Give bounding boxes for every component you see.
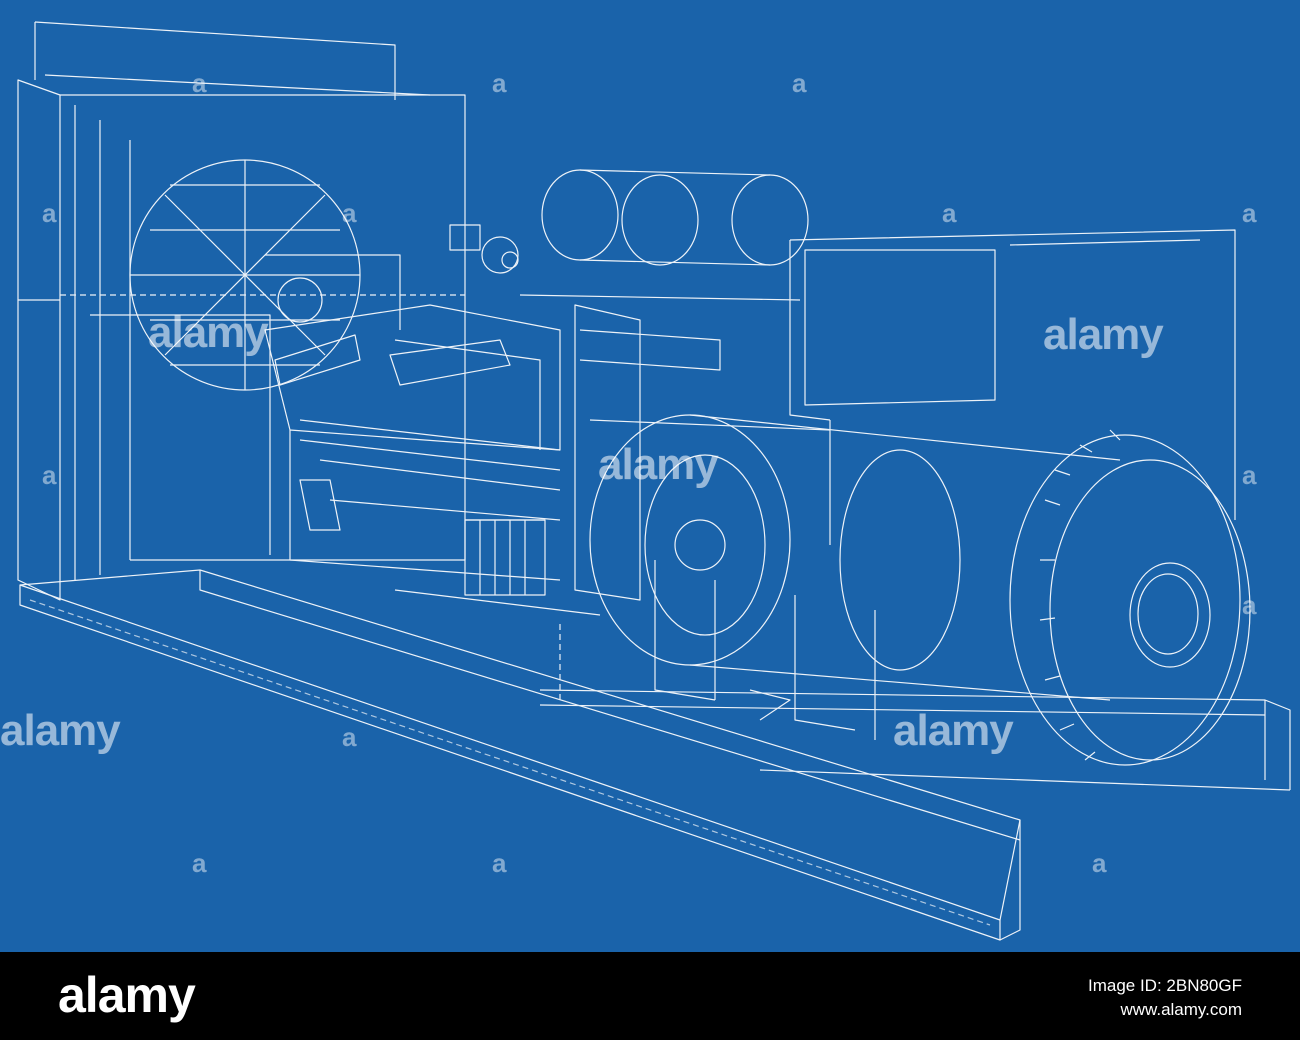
site-url[interactable]: www.alamy.com (1120, 1000, 1242, 1019)
cooling-fan (129, 159, 361, 391)
watermark-a-icon: a (1242, 460, 1257, 490)
watermark-alamy: alamy (0, 706, 121, 755)
alternator-end-bell (1009, 429, 1251, 766)
watermark-a-icon: a (792, 68, 807, 98)
watermark-a-icon: a (342, 722, 357, 752)
watermark-alamy: alamy (1043, 310, 1164, 359)
generator-blueprint-drawing (0, 0, 1300, 952)
watermark-alamy: alamy (893, 706, 1014, 755)
watermark-alamy: alamy (598, 440, 719, 489)
base-skid-rails (19, 569, 1291, 941)
watermark-a-icon: a (192, 68, 207, 98)
radiator-frame (17, 21, 466, 601)
watermark-a-icon: a (492, 848, 507, 878)
watermark-a-icon: a (42, 460, 57, 490)
alternator-housing (589, 229, 1236, 701)
image-id: Image ID: 2BN80GF (1087, 976, 1242, 995)
generator-wireframe (17, 21, 1291, 941)
air-filter-canisters (519, 169, 809, 301)
stock-footer-bar: alamy Image ID: 2BN80GF www.alamy.com (0, 952, 1300, 1040)
mounting-brackets (559, 560, 876, 740)
watermark-a-icon: a (42, 198, 57, 228)
watermark-a-icon: a (1242, 198, 1257, 228)
watermark-a-icon: a (1242, 590, 1257, 620)
engine-block (264, 224, 721, 616)
blueprint-background (0, 0, 1300, 952)
watermark-a-icon: a (1092, 848, 1107, 878)
alamy-logo[interactable]: alamy (58, 967, 196, 1023)
watermark-a-icon: a (342, 198, 357, 228)
watermark-a-icon: a (942, 198, 957, 228)
image-info: Image ID: 2BN80GF www.alamy.com (1088, 974, 1242, 1022)
watermark-alamy: alamy (148, 308, 269, 357)
watermark-a-icon: a (492, 68, 507, 98)
watermark-a-icon: a (192, 848, 207, 878)
